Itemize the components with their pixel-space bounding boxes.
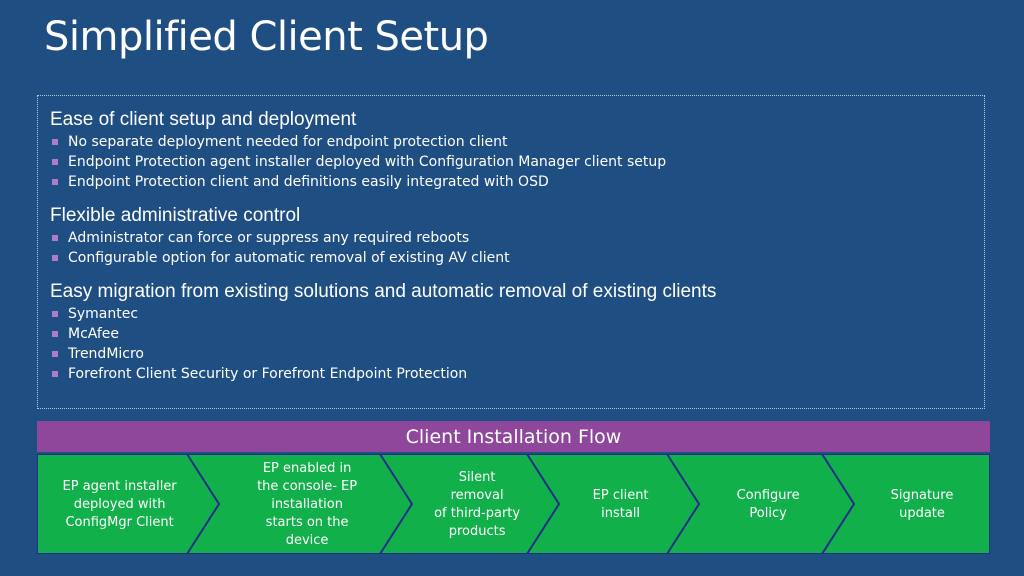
bullet-item: McAfee: [50, 324, 972, 344]
section-heading: Flexible administrative control: [50, 205, 301, 226]
bullet-item: Administrator can force or suppress any …: [50, 228, 972, 248]
bullet-item: Endpoint Protection client and definitio…: [50, 172, 972, 192]
square-bullet-icon: [52, 235, 58, 241]
bullet-list: Administrator can force or suppress any …: [50, 228, 972, 268]
flow-step-label: of third-party: [434, 506, 520, 521]
flow-step-label: deployed with: [74, 497, 166, 512]
flow-step-shape: [665, 454, 860, 554]
flow-step-label: Signature: [891, 488, 954, 503]
square-bullet-icon: [52, 311, 58, 317]
content-box: Ease of client setup and deployment No s…: [37, 95, 985, 409]
flow-step-label: installation: [271, 497, 343, 512]
section-heading: Ease of client setup and deployment: [50, 109, 357, 130]
section-heading: Easy migration from existing solutions a…: [50, 281, 717, 302]
bullet-text: McAfee: [68, 326, 120, 342]
slide-title: Simplified Client Setup: [44, 14, 489, 60]
bullet-item: Symantec: [50, 304, 972, 324]
section-migration: Easy migration from existing solutions a…: [50, 280, 972, 384]
square-bullet-icon: [52, 331, 58, 337]
section-ease-of-setup: Ease of client setup and deployment No s…: [50, 108, 972, 192]
flow-header: Client Installation Flow: [37, 421, 990, 452]
flow-step-label: the console- EP: [257, 479, 357, 494]
flow-step-shape: [185, 454, 418, 554]
bullet-item: TrendMicro: [50, 344, 972, 364]
installation-flow-diagram: EP agent installer deployed withConfigMgr…: [37, 454, 990, 554]
flow-step-label: device: [286, 533, 329, 548]
bullet-text: Administrator can force or suppress any …: [68, 230, 470, 246]
bullet-text: No separate deployment needed for endpoi…: [68, 134, 508, 150]
square-bullet-icon: [52, 351, 58, 357]
flow-step-label: install: [601, 506, 640, 521]
flow-step-label: Configure: [737, 488, 800, 503]
square-bullet-icon: [52, 179, 58, 185]
bullet-item: Forefront Client Security or Forefront E…: [50, 364, 972, 384]
square-bullet-icon: [52, 371, 58, 377]
bullet-text: TrendMicro: [68, 346, 144, 362]
bullet-item: Endpoint Protection agent installer depl…: [50, 152, 972, 172]
flow-step-label: EP enabled in: [263, 461, 352, 476]
square-bullet-icon: [52, 255, 58, 261]
bullet-item: Configurable option for automatic remova…: [50, 248, 972, 268]
bullet-text: Endpoint Protection agent installer depl…: [68, 154, 667, 170]
bullet-list: Symantec McAfee TrendMicro Forefront Cli…: [50, 304, 972, 384]
flow-step-shape: [525, 454, 705, 554]
flow-step-shape: [378, 454, 565, 554]
flow-step-label: products: [449, 524, 506, 539]
flow-step-label: EP client: [593, 488, 649, 503]
flow-step-label: update: [899, 506, 945, 521]
flow-step-shape: [820, 454, 990, 554]
bullet-text: Symantec: [68, 306, 139, 322]
flow-step-label: starts on the: [266, 515, 349, 530]
flow-step-label: ConfigMgr Client: [65, 515, 173, 530]
flow-step-label: removal: [451, 488, 504, 503]
square-bullet-icon: [52, 139, 58, 145]
section-admin-control: Flexible administrative control Administ…: [50, 204, 972, 268]
square-bullet-icon: [52, 159, 58, 165]
bullet-text: Forefront Client Security or Forefront E…: [68, 366, 468, 382]
flow-step-label: Silent: [459, 470, 496, 485]
bullet-list: No separate deployment needed for endpoi…: [50, 132, 972, 192]
flow-step-label: Policy: [749, 506, 787, 521]
bullet-text: Endpoint Protection client and definitio…: [68, 174, 549, 190]
bullet-text: Configurable option for automatic remova…: [68, 250, 510, 266]
flow-step-label: EP agent installer: [63, 479, 178, 494]
bullet-item: No separate deployment needed for endpoi…: [50, 132, 972, 152]
